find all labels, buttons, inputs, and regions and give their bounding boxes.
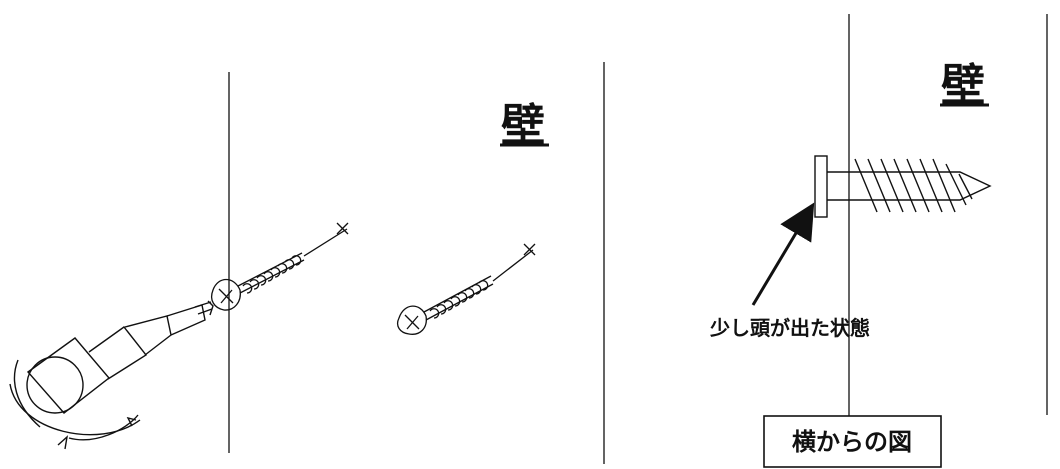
head-out-state-label: 少し頭が出た状態 (709, 316, 870, 340)
screw-icon (396, 243, 536, 335)
screwdriver-icon (9, 300, 214, 450)
side-view-label-box (763, 415, 942, 468)
side-view-label: 横からの図 (792, 428, 912, 456)
wall-left-label: 壁 (501, 100, 545, 151)
wall-right-label: 壁 (941, 60, 985, 111)
pointer-arrow-icon (751, 202, 815, 306)
screw-icon (210, 222, 349, 311)
screw-icon (814, 155, 992, 218)
